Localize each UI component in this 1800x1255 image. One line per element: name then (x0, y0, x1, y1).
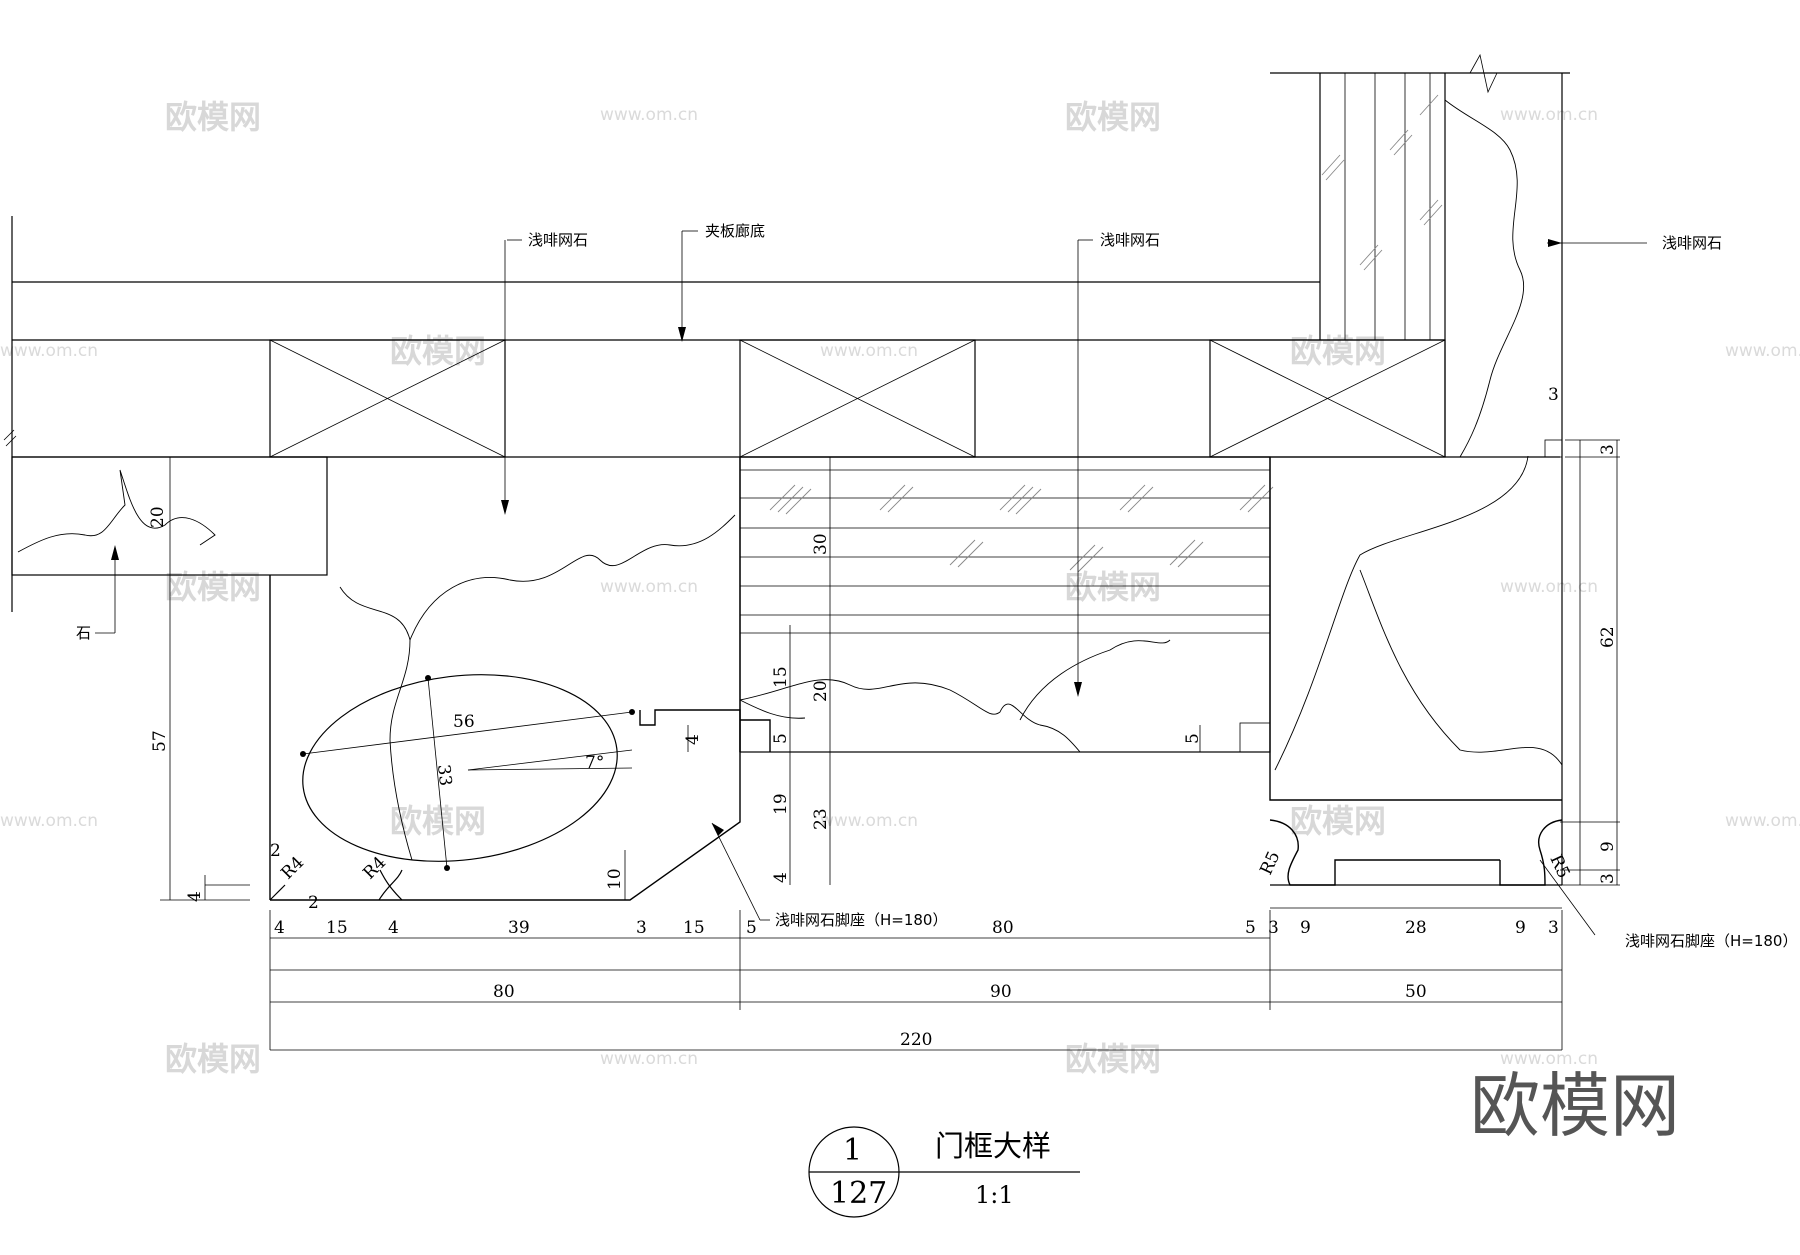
dim-3-top: 3 (1548, 385, 1559, 405)
dim-4-v: 4 (771, 872, 791, 883)
dim-62: 62 (1598, 626, 1618, 648)
dimension-texts: 20 57 4 2 R4 2 R4 56 33 7° 10 4 30 15 20… (148, 385, 1618, 1050)
label-stone-top-mid: 浅啡网石 (1100, 231, 1160, 249)
dimension-lines (160, 439, 1620, 1051)
dim-19: 19 (771, 793, 791, 815)
watermark-url: www.om.cn (1725, 811, 1800, 831)
title-scale: 1:1 (975, 1181, 1014, 1209)
watermark-brand: 欧模网 (165, 1040, 261, 1078)
dim-3-r2: 3 (1598, 873, 1618, 884)
watermark-url: www.om.cn (820, 811, 918, 831)
watermark-brand: 欧模网 (1290, 332, 1386, 370)
jamb-outline (269, 457, 771, 901)
dim-b80-a: 80 (992, 918, 1014, 938)
dim-23: 23 (811, 808, 831, 830)
label-plinth-right: 浅啡网石脚座（H=180） (1625, 932, 1797, 950)
watermark-brand: 欧模网 (1065, 568, 1161, 606)
title-number: 1 (843, 1133, 862, 1168)
title-sheet: 127 (830, 1176, 887, 1211)
dim-t80: 80 (493, 982, 515, 1002)
leader-lines (95, 230, 1647, 936)
watermark-url: www.om.cn (600, 105, 698, 125)
dim-2-b: 2 (308, 893, 319, 913)
dim-20-left: 20 (148, 506, 168, 528)
watermark-brand: 欧模网 (390, 802, 486, 840)
dim-20-v: 20 (811, 680, 831, 702)
dim-b28: 28 (1405, 918, 1427, 938)
callout-labels: 浅啡网石 夹板廊底 浅啡网石 浅啡网石 石 浅啡网石脚座（H=180） 浅啡网石… (76, 222, 1797, 950)
dim-7deg: 7° (585, 753, 604, 773)
dim-b5-b: 5 (1245, 918, 1256, 938)
label-plinth-left: 浅啡网石脚座（H=180） (775, 911, 947, 929)
dim-56: 56 (453, 712, 475, 732)
dim-4-left: 4 (185, 891, 205, 902)
watermark-url: www.om.cn (600, 577, 698, 597)
dim-r4-a: R4 (277, 853, 308, 884)
watermark-url: www.om.cn (1500, 1049, 1598, 1069)
watermark-brand: 欧模网 (1290, 802, 1386, 840)
dim-t90: 90 (990, 982, 1012, 1002)
ellipse-detail (300, 514, 736, 871)
dim-t220: 220 (900, 1030, 932, 1050)
left-stone (11, 456, 328, 576)
dim-3-r1: 3 (1598, 444, 1618, 455)
dim-30: 30 (811, 533, 831, 555)
door-panel (739, 456, 1274, 753)
dim-4-mid: 4 (683, 734, 703, 745)
watermark-url: www.om.cn (0, 341, 98, 361)
label-stone-left: 石 (76, 624, 91, 642)
dim-b9-b: 9 (1515, 918, 1526, 938)
dim-t50: 50 (1405, 982, 1427, 1002)
label-plywood-base: 夹板廊底 (705, 222, 765, 240)
dim-2-a: 2 (270, 841, 281, 861)
dim-b3-c: 3 (1548, 918, 1559, 938)
top-band (3, 216, 1560, 612)
dim-5-right: 5 (1183, 733, 1203, 744)
dim-b9-a: 9 (1300, 918, 1311, 938)
watermark-brand: 欧模网 (165, 568, 261, 606)
right-jamb (1269, 457, 1563, 886)
dim-r5-b: R5 (1545, 852, 1573, 882)
dim-b5-a: 5 (746, 918, 757, 938)
brand-logo: 欧模网 (1470, 1065, 1680, 1147)
label-stone-top-left: 浅啡网石 (528, 231, 588, 249)
watermark-url: www.om.cn (1725, 341, 1800, 361)
watermark-brand: 欧模网 (1065, 98, 1161, 136)
watermark-url: www.om.cn (1500, 577, 1598, 597)
dim-b3-b: 3 (1268, 918, 1279, 938)
title-block: 1 127 门框大样 1:1 (808, 1126, 1080, 1218)
watermark-brand: 欧模网 (390, 332, 486, 370)
label-stone-right: 浅啡网石 (1662, 234, 1722, 252)
dim-57: 57 (150, 730, 170, 752)
watermark-brand: 欧模网 (1065, 1040, 1161, 1078)
watermark-brand: 欧模网 (165, 98, 261, 136)
dim-33: 33 (433, 763, 455, 787)
dim-b4-a: 4 (274, 918, 285, 938)
watermark-url: www.om.cn (1500, 105, 1598, 125)
title-name: 门框大样 (935, 1129, 1051, 1163)
dim-15-v: 15 (771, 666, 791, 688)
dim-10: 10 (605, 868, 625, 890)
dim-r5-a: R5 (1256, 848, 1284, 878)
watermark-url: www.om.cn (0, 811, 98, 831)
dim-b15-a: 15 (326, 918, 348, 938)
dim-b15-b: 15 (683, 918, 705, 938)
dim-b3-a: 3 (636, 918, 647, 938)
dim-9-r: 9 (1598, 841, 1618, 852)
dim-5-v: 5 (771, 733, 791, 744)
watermark-url: www.om.cn (600, 1049, 698, 1069)
right-vertical-column (1270, 53, 1570, 885)
dim-b39: 39 (508, 918, 530, 938)
watermark-url: www.om.cn (820, 341, 918, 361)
watermark-layer: 欧模网 www.om.cn 欧模网 www.om.cn www.om.cn 欧模… (0, 98, 1800, 1078)
dim-b4-b: 4 (388, 918, 399, 938)
